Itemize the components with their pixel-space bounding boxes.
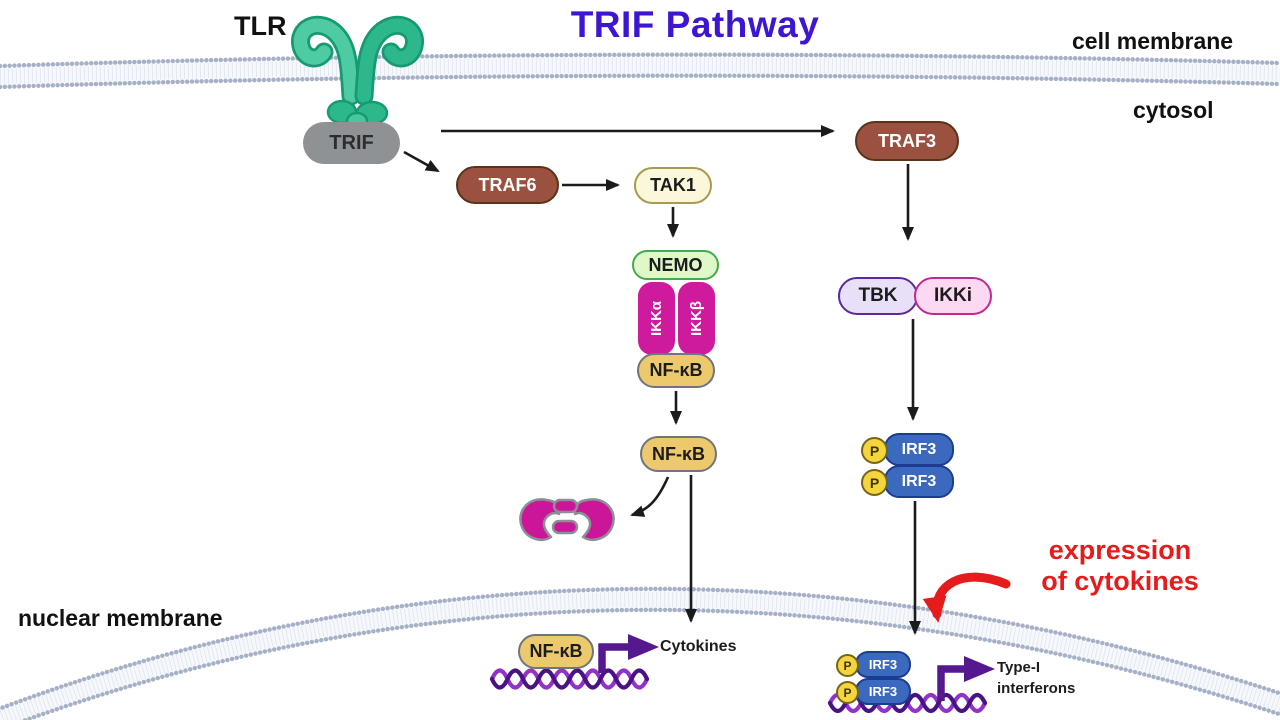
node-nemo: NEMO — [632, 250, 719, 280]
node-tak1: TAK1 — [634, 167, 712, 204]
nuclear-membrane-band — [0, 586, 1280, 720]
dna-helix-cytokines — [489, 668, 650, 690]
arrow-nfkb-to-ikb — [630, 476, 670, 517]
node-ikk-beta: IKKβ — [678, 282, 715, 355]
ikk-alpha-label: IKKα — [648, 300, 665, 337]
node-traf6: TRAF6 — [456, 166, 559, 204]
node-irf3-lower: IRF3 — [884, 465, 954, 498]
node-trif: TRIF — [303, 122, 400, 164]
arrow-trif-to-traf6 — [403, 150, 440, 173]
transcription-arrow-interferons — [937, 656, 995, 701]
phospho-badge-nuclear-upper: P — [836, 654, 859, 677]
tlr-label: TLR — [234, 11, 287, 41]
expression-line2: of cytokines — [1041, 566, 1199, 596]
node-traf3: TRAF3 — [855, 121, 959, 161]
node-ikk-alpha: IKKα — [638, 282, 675, 355]
ikb-fragments-icon — [519, 498, 615, 541]
phospho-badge-nuclear-lower: P — [836, 681, 859, 704]
expression-arrow — [922, 572, 1011, 623]
tlr-receptor-icon — [291, 15, 424, 131]
node-tbk: TBK — [838, 277, 918, 315]
nuclear-membrane-label: nuclear membrane — [18, 605, 223, 631]
cell-membrane-band — [0, 52, 1280, 90]
signal-arrows — [403, 125, 921, 635]
cell-membrane-label: cell membrane — [1072, 28, 1234, 54]
type1-interferons-label: Type-I interferons — [997, 657, 1075, 699]
cytosol-label: cytosol — [1133, 97, 1214, 123]
page-title: TRIF Pathway — [570, 4, 820, 45]
phospho-badge-upper: P — [861, 437, 888, 464]
transcription-arrow-cytokines — [598, 634, 659, 673]
cytokines-label: Cytokines — [660, 638, 737, 655]
node-irf3-nuclear-upper: IRF3 — [855, 651, 911, 678]
ikk-beta-label: IKKβ — [688, 301, 705, 336]
node-nfkb-nuclear: NF-κB — [518, 634, 594, 669]
node-irf3-nuclear-lower: IRF3 — [855, 678, 911, 705]
node-ikki: IKKi — [914, 277, 992, 315]
phospho-badge-lower: P — [861, 469, 888, 496]
type1-line2: interferons — [997, 680, 1076, 697]
node-nfkb-free: NF-κB — [640, 436, 717, 472]
type1-line1: Type-I — [997, 659, 1041, 676]
node-nfkb-bound: NF-κB — [637, 353, 715, 388]
node-irf3-upper: IRF3 — [884, 433, 954, 466]
expression-of-cytokines-label: expression of cytokines — [998, 535, 1242, 597]
expression-line1: expression — [1048, 535, 1192, 565]
